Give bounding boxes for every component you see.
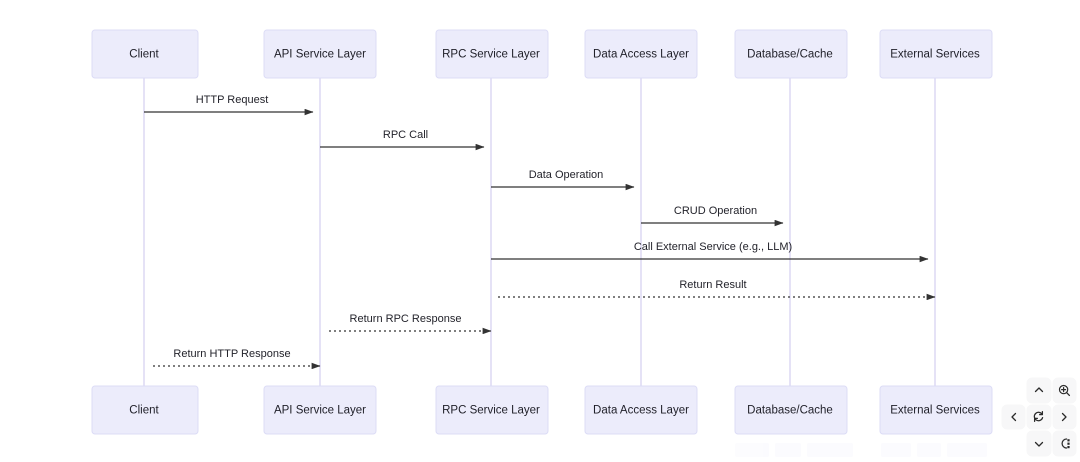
message-0[interactable]: HTTP Request bbox=[144, 94, 314, 116]
actor-label: API Service Layer bbox=[274, 49, 366, 61]
actor-boxes-bottom: Client API Service Layer RPC Service Layer… bbox=[91, 385, 993, 435]
message-label: Call External Service (e.g., LLM) bbox=[634, 241, 792, 253]
message-label: CRUD Operation bbox=[674, 205, 757, 217]
pan-pad-spacer-tl bbox=[1002, 378, 1025, 403]
actor-dal-top[interactable]: Data Access Layer bbox=[584, 29, 698, 79]
message-label: Return HTTP Response bbox=[173, 348, 290, 360]
chevron-up-icon bbox=[1034, 387, 1044, 393]
actor-box bbox=[879, 385, 993, 435]
actor-label: RPC Service Layer bbox=[442, 405, 540, 417]
zoom-in-icon bbox=[1058, 384, 1070, 396]
pan-zoom-control[interactable] bbox=[1002, 378, 1076, 456]
zoom-in-button[interactable] bbox=[1052, 378, 1076, 403]
chevron-down-icon bbox=[1034, 441, 1044, 447]
fit-screen-icon bbox=[1061, 438, 1070, 449]
actor-api-top[interactable]: API Service Layer bbox=[263, 29, 377, 79]
actor-box bbox=[879, 29, 993, 79]
actor-box bbox=[91, 385, 199, 435]
pan-left-button[interactable] bbox=[1002, 404, 1026, 430]
actor-rpc-bottom[interactable]: RPC Service Layer bbox=[435, 385, 549, 435]
reset-view-button[interactable] bbox=[1027, 404, 1051, 430]
actor-api-bottom[interactable]: API Service Layer bbox=[263, 385, 377, 435]
actor-label: Database/Cache bbox=[747, 49, 833, 61]
actor-label: External Services bbox=[890, 405, 980, 417]
refresh-icon bbox=[1034, 411, 1044, 423]
actor-db-top[interactable]: Database/Cache bbox=[734, 29, 848, 79]
actor-box bbox=[91, 29, 199, 79]
actor-label: Client bbox=[129, 49, 159, 61]
message-label: Return RPC Response bbox=[350, 313, 462, 325]
actor-label: Data Access Layer bbox=[593, 405, 689, 417]
message-6[interactable]: Return RPC Response bbox=[327, 313, 492, 335]
actor-dal-bottom[interactable]: Data Access Layer bbox=[584, 385, 698, 435]
message-7[interactable]: Return HTTP Response bbox=[151, 348, 321, 370]
actor-external-bottom[interactable]: External Services bbox=[879, 385, 993, 435]
actor-box bbox=[263, 29, 377, 79]
message-3[interactable]: CRUD Operation bbox=[641, 205, 784, 227]
actor-box bbox=[584, 385, 698, 435]
actor-label: API Service Layer bbox=[274, 405, 366, 417]
lifelines-group bbox=[143, 78, 936, 386]
message-1[interactable]: RPC Call bbox=[320, 129, 485, 151]
actor-box bbox=[734, 385, 848, 435]
pan-up-button[interactable] bbox=[1027, 378, 1051, 403]
actor-box bbox=[435, 29, 549, 79]
actor-label: Database/Cache bbox=[747, 405, 833, 417]
actor-box bbox=[435, 385, 549, 435]
message-label: HTTP Request bbox=[196, 94, 269, 106]
pan-down-button[interactable] bbox=[1027, 431, 1051, 456]
message-5[interactable]: Return Result bbox=[498, 279, 936, 301]
actor-client-bottom[interactable]: Client bbox=[91, 385, 199, 435]
message-label: RPC Call bbox=[383, 129, 428, 141]
actor-rpc-top[interactable]: RPC Service Layer bbox=[435, 29, 549, 79]
actor-boxes-top: Client API Service Layer RPC Service Layer… bbox=[91, 29, 993, 79]
message-4[interactable]: Call External Service (e.g., LLM) bbox=[491, 241, 929, 263]
actor-db-bottom[interactable]: Database/Cache bbox=[734, 385, 848, 435]
actor-label: RPC Service Layer bbox=[442, 49, 540, 61]
actor-label: Client bbox=[129, 405, 159, 417]
message-label: Data Operation bbox=[529, 169, 604, 181]
fit-view-button[interactable] bbox=[1052, 431, 1076, 456]
pan-right-button[interactable] bbox=[1052, 404, 1076, 430]
pan-pad-spacer-bl bbox=[1002, 431, 1025, 456]
actor-label: Data Access Layer bbox=[593, 49, 689, 61]
message-label: Return Result bbox=[679, 279, 746, 291]
actor-box bbox=[734, 29, 848, 79]
chevron-left-icon bbox=[1011, 412, 1016, 422]
chevron-right-icon bbox=[1062, 412, 1067, 422]
actor-box bbox=[263, 385, 377, 435]
message-2[interactable]: Data Operation bbox=[491, 169, 635, 191]
actor-label: External Services bbox=[890, 49, 980, 61]
actor-box bbox=[584, 29, 698, 79]
actor-external-top[interactable]: External Services bbox=[879, 29, 993, 79]
actor-client-top[interactable]: Client bbox=[91, 29, 199, 79]
